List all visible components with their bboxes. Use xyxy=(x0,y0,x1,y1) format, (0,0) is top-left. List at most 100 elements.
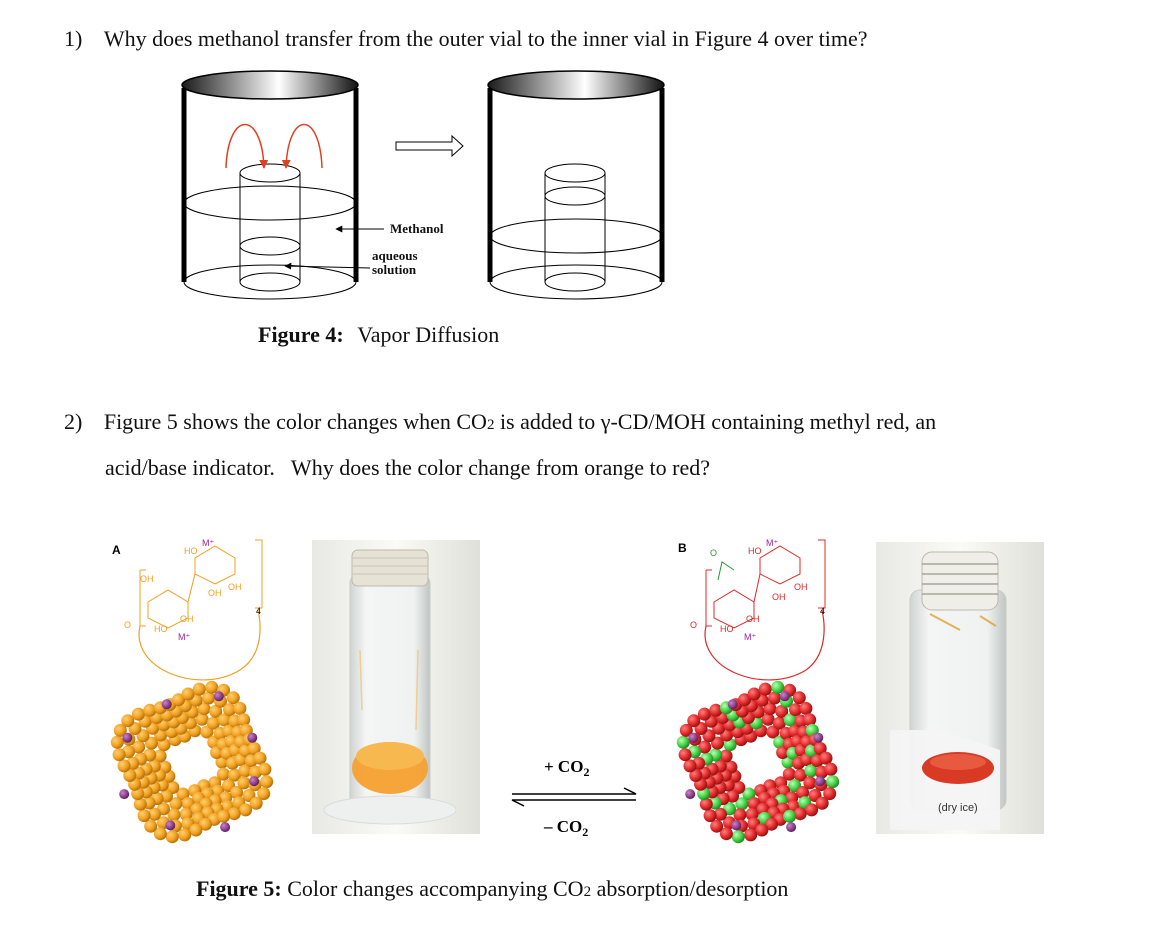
model-atom xyxy=(697,707,711,721)
metal-ion xyxy=(220,822,231,833)
vial-cap xyxy=(181,70,359,100)
metal-ion xyxy=(779,691,790,702)
model-atom xyxy=(199,817,212,831)
struct-b-oh-mid: OH xyxy=(772,592,786,602)
model-atom xyxy=(763,702,777,716)
model-atom xyxy=(709,703,723,717)
model-atom xyxy=(794,768,807,782)
model-atom xyxy=(823,787,837,801)
model-atom xyxy=(733,808,747,822)
model-atom xyxy=(755,823,769,837)
dry-ice-label: (dry ice) xyxy=(938,802,978,814)
metal-ion xyxy=(813,732,824,743)
model-atom xyxy=(226,691,240,705)
model-atom xyxy=(813,742,827,755)
model-atom xyxy=(699,797,713,811)
model-atom xyxy=(258,762,272,776)
model-atom xyxy=(714,807,727,821)
model-atom xyxy=(804,764,818,778)
model-atom xyxy=(148,807,161,821)
model-atom xyxy=(803,776,817,790)
struct-b-oh-right: OH xyxy=(794,582,808,592)
label-solution: solution xyxy=(372,262,417,277)
model-atom xyxy=(775,704,789,718)
outer-vial-after xyxy=(487,70,665,300)
struct-b-m-low: M⁺ xyxy=(744,632,756,642)
panel-b-label: B xyxy=(678,541,687,555)
vapor-arrow-right xyxy=(281,124,323,169)
model-atom xyxy=(178,828,192,842)
model-atom xyxy=(719,827,733,841)
question-2-line-1: 2) Figure 5 shows the color changes when… xyxy=(64,411,936,433)
model-atom xyxy=(230,786,244,799)
model-atom xyxy=(181,687,195,701)
model-atom xyxy=(217,809,231,823)
model-atom xyxy=(133,797,147,811)
model-atom xyxy=(216,767,230,781)
model-atom xyxy=(731,830,745,844)
model-atom xyxy=(189,823,203,837)
model-atom xyxy=(253,751,267,765)
vapor-arrow-left xyxy=(225,124,269,169)
struct-b-o-green: O xyxy=(710,548,717,558)
model-atom xyxy=(131,707,145,721)
model-atom xyxy=(826,775,840,789)
struct-a-ho: HO xyxy=(184,546,198,556)
equilibrium-arrows[interactable] xyxy=(511,787,637,807)
aqueous-pointer xyxy=(284,262,371,270)
struct-a-ho-low: HO xyxy=(154,624,168,634)
model-atom xyxy=(172,693,185,707)
metal-ion xyxy=(685,789,696,800)
model-atom xyxy=(765,817,778,831)
model-atom xyxy=(683,759,697,773)
model-atom xyxy=(110,735,124,749)
label-aqueous: aqueous xyxy=(372,248,418,263)
vial-photo-red: (dry ice) xyxy=(876,542,1044,834)
model-atom xyxy=(167,808,181,822)
question-2-sub: 2 xyxy=(486,417,495,433)
model-atom xyxy=(223,703,236,717)
metal-ion xyxy=(731,820,742,831)
model-atom xyxy=(689,769,703,782)
model-atom xyxy=(257,787,271,801)
inner-vial-before xyxy=(239,163,301,292)
model-atom xyxy=(169,797,183,811)
model-atom xyxy=(805,803,819,817)
model-atom xyxy=(796,786,810,799)
model-atom xyxy=(113,723,127,737)
model-atom xyxy=(761,712,775,726)
struct-a-m-top: M⁺ xyxy=(202,538,214,548)
model-atom xyxy=(112,748,126,762)
model-atom xyxy=(711,736,724,750)
model-atom xyxy=(238,764,252,778)
metal-ion xyxy=(786,822,797,833)
question-2-text-a: Figure 5 shows the color changes when CO xyxy=(103,409,487,434)
model-atom xyxy=(771,680,785,694)
model-atom xyxy=(209,704,223,718)
model-atom xyxy=(719,749,733,763)
model-atom xyxy=(738,693,751,707)
model-atom xyxy=(742,787,756,801)
struct-b-oh-low: OH xyxy=(746,614,760,624)
model-atom xyxy=(819,751,833,765)
model-atom xyxy=(228,768,241,782)
forward-label: + CO2 xyxy=(544,757,589,779)
model-atom xyxy=(747,687,761,701)
model-atom xyxy=(197,702,211,716)
model-atom xyxy=(768,691,782,705)
model-atom xyxy=(202,691,216,705)
figure-5-caption-text-a: Color changes accompanying CO xyxy=(281,876,584,901)
model-atom xyxy=(192,682,206,696)
model-atom xyxy=(803,713,817,727)
figure-5-caption-label: Figure 5: xyxy=(196,876,282,901)
model-atom xyxy=(783,809,797,823)
model-atom xyxy=(782,767,796,781)
struct-b-m-top: M⁺ xyxy=(766,538,778,548)
metal-ion xyxy=(247,732,258,743)
structure-a: HO M⁺ OH OH OH OH HO M⁺ O 4 xyxy=(124,538,263,681)
model-atom xyxy=(824,762,838,776)
question-1-number: 1) xyxy=(64,26,83,51)
struct-b-ho: HO xyxy=(748,546,762,556)
struct-a-oh-low: OH xyxy=(180,614,194,624)
cd-mof-model-orange xyxy=(110,680,274,844)
